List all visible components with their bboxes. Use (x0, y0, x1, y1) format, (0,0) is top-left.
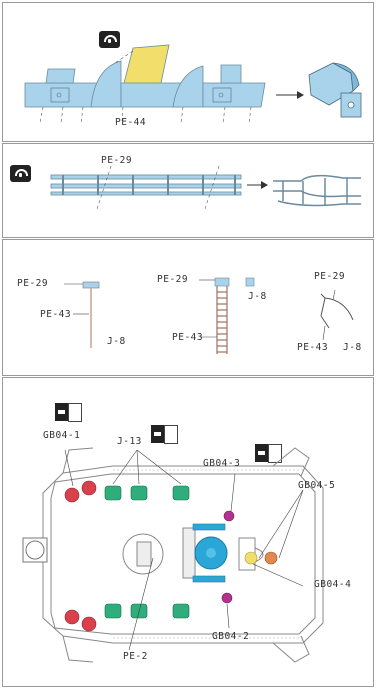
part-label-j8: J-8 (107, 336, 126, 347)
part-label-gb04-5: GB04-5 (298, 480, 335, 491)
deck-assembly-drawing (3, 378, 375, 688)
part-label-j8: J-8 (248, 291, 267, 302)
part-label-pe2: PE-2 (123, 651, 148, 662)
step-panel-ladders: PE-29 PE-43 J-8 PE-29 J-8 PE-43 PE-29 PE… (2, 239, 374, 376)
part-label-pe43: PE-43 (172, 332, 203, 343)
part-label-gb04-2: GB04-2 (212, 631, 249, 642)
part-label-j8: J-8 (343, 342, 362, 353)
part-label-pe29: PE-29 (17, 278, 48, 289)
part-label-gb04-4: GB04-4 (314, 579, 351, 590)
part-label-pe29: PE-29 (314, 271, 345, 282)
pe29-railing-drawing (3, 144, 375, 239)
part-label-pe29: PE-29 (157, 274, 188, 285)
part-label-j13: J-13 (117, 436, 142, 447)
part-label-pe44: PE-44 (115, 117, 146, 128)
part-label-gb04-1: GB04-1 (43, 430, 80, 441)
part-label-gb04-3: GB04-3 (203, 458, 240, 469)
step-panel-pe44: PE-44 (2, 2, 374, 142)
step-panel-pe29: PE-29 (2, 143, 374, 238)
part-label-pe43: PE-43 (297, 342, 328, 353)
part-label-pe43: PE-43 (40, 309, 71, 320)
pe44-fret-drawing (3, 3, 375, 143)
step-panel-deck: GB04-1 J-13 GB04-3 GB04-5 GB04-4 GB04-2 … (2, 377, 374, 687)
